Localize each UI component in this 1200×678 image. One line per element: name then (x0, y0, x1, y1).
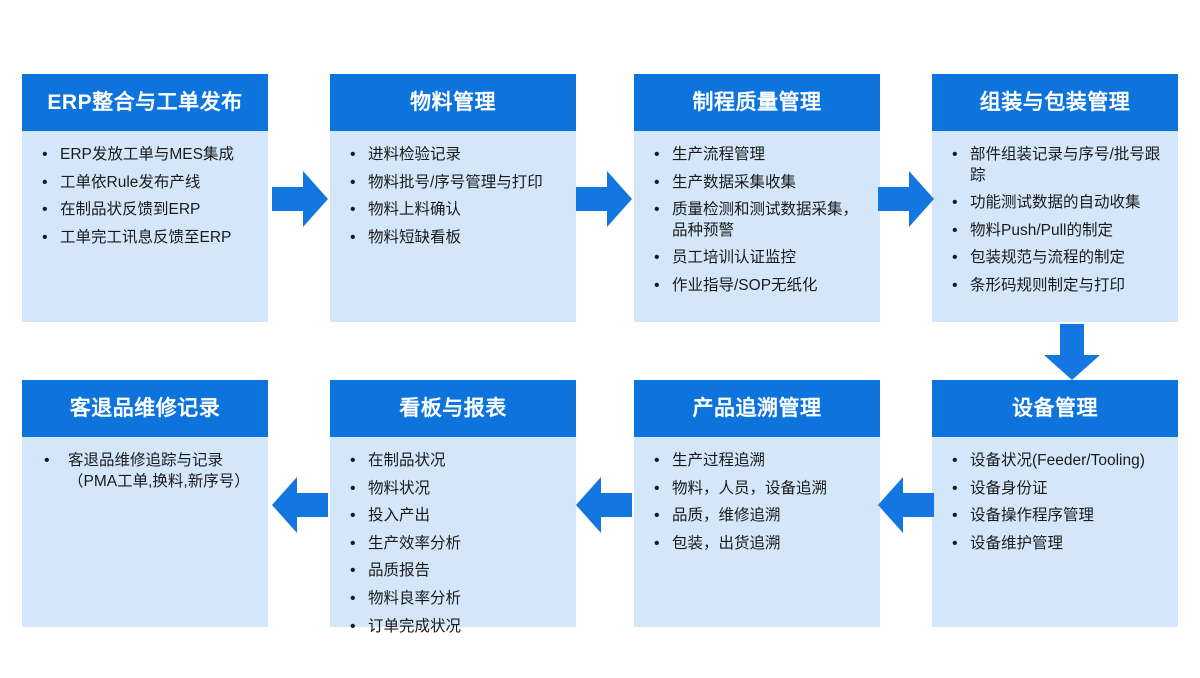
card-rma[interactable]: 客退品维修记录 客退品维修追踪与记录（PMA工单,换料,新序号） (22, 380, 268, 627)
list-item: 设备身份证 (948, 478, 1168, 500)
list-item: 物料批号/序号管理与打印 (346, 172, 566, 194)
card-quality-title: 制程质量管理 (634, 74, 880, 131)
card-quality-list: 生产流程管理 生产数据采集收集 质量检测和测试数据采集，品种预警 员工培训认证监… (644, 144, 870, 297)
list-item: 生产流程管理 (650, 144, 870, 166)
list-item: 在制品状况 (346, 450, 566, 472)
list-item: 物料短缺看板 (346, 227, 566, 249)
arrow-right-icon (878, 169, 934, 229)
list-item: 工单依Rule发布产线 (38, 172, 258, 194)
card-rma-body: 客退品维修追踪与记录（PMA工单,换料,新序号） (22, 437, 268, 627)
card-trace-list: 生产过程追溯 物料，人员，设备追溯 品质，维修追溯 包装，出货追溯 (644, 450, 870, 555)
arrow-left-icon (272, 475, 328, 535)
card-erp-title: ERP整合与工单发布 (22, 74, 268, 131)
list-item: 设备操作程序管理 (948, 505, 1168, 527)
list-item: 生产过程追溯 (650, 450, 870, 472)
arrow-left-icon (576, 475, 632, 535)
list-item: 品质，维修追溯 (650, 505, 870, 527)
card-kanban[interactable]: 看板与报表 在制品状况 物料状况 投入产出 生产效率分析 品质报告 物料良率分析… (330, 380, 576, 637)
arrow-left-icon (878, 475, 934, 535)
list-item: 物料，人员，设备追溯 (650, 478, 870, 500)
card-material[interactable]: 物料管理 进料检验记录 物料批号/序号管理与打印 物料上料确认 物料短缺看板 (330, 74, 576, 322)
list-item: 物料状况 (346, 478, 566, 500)
card-equipment[interactable]: 设备管理 设备状况(Feeder/Tooling) 设备身份证 设备操作程序管理… (932, 380, 1178, 627)
list-item: ERP发放工单与MES集成 (38, 144, 258, 166)
arrow-right-icon (272, 169, 328, 229)
list-item: 设备状况(Feeder/Tooling) (948, 450, 1168, 472)
card-erp-list: ERP发放工单与MES集成 工单依Rule发布产线 在制品状反馈到ERP 工单完… (32, 144, 258, 249)
card-assembly-list: 部件组装记录与序号/批号跟踪 功能测试数据的自动收集 物料Push/Pull的制… (942, 144, 1168, 297)
card-kanban-body: 在制品状况 物料状况 投入产出 生产效率分析 品质报告 物料良率分析 订单完成状… (330, 437, 576, 654)
card-quality[interactable]: 制程质量管理 生产流程管理 生产数据采集收集 质量检测和测试数据采集，品种预警 … (634, 74, 880, 322)
list-item: 工单完工讯息反馈至ERP (38, 227, 258, 249)
list-item: 质量检测和测试数据采集，品种预警 (650, 199, 870, 241)
arrow-right-icon (576, 169, 632, 229)
list-item: 物料上料确认 (346, 199, 566, 221)
list-item: 物料Push/Pull的制定 (948, 220, 1168, 242)
card-equipment-title: 设备管理 (932, 380, 1178, 437)
list-item: 员工培训认证监控 (650, 247, 870, 269)
list-item: 设备维护管理 (948, 533, 1168, 555)
list-item: 在制品状反馈到ERP (38, 199, 258, 221)
card-material-body: 进料检验记录 物料批号/序号管理与打印 物料上料确认 物料短缺看板 (330, 131, 576, 322)
list-item: 生产数据采集收集 (650, 172, 870, 194)
card-kanban-list: 在制品状况 物料状况 投入产出 生产效率分析 品质报告 物料良率分析 订单完成状… (340, 450, 566, 638)
card-equipment-body: 设备状况(Feeder/Tooling) 设备身份证 设备操作程序管理 设备维护… (932, 437, 1178, 627)
list-item: 作业指导/SOP无纸化 (650, 275, 870, 297)
card-kanban-title: 看板与报表 (330, 380, 576, 437)
list-item: 功能测试数据的自动收集 (948, 192, 1168, 214)
card-material-list: 进料检验记录 物料批号/序号管理与打印 物料上料确认 物料短缺看板 (340, 144, 566, 249)
list-item: 订单完成状况 (346, 616, 566, 638)
list-item: 投入产出 (346, 505, 566, 527)
list-item: 客退品维修追踪与记录（PMA工单,换料,新序号） (38, 450, 258, 492)
card-quality-body: 生产流程管理 生产数据采集收集 质量检测和测试数据采集，品种预警 员工培训认证监… (634, 131, 880, 322)
card-erp-body: ERP发放工单与MES集成 工单依Rule发布产线 在制品状反馈到ERP 工单完… (22, 131, 268, 322)
card-assembly[interactable]: 组装与包装管理 部件组装记录与序号/批号跟踪 功能测试数据的自动收集 物料Pus… (932, 74, 1178, 322)
card-material-title: 物料管理 (330, 74, 576, 131)
card-trace-title: 产品追溯管理 (634, 380, 880, 437)
list-item: 进料检验记录 (346, 144, 566, 166)
arrow-down-icon (1042, 324, 1102, 380)
card-rma-title: 客退品维修记录 (22, 380, 268, 437)
list-item: 品质报告 (346, 560, 566, 582)
card-rma-list: 客退品维修追踪与记录（PMA工单,换料,新序号） (32, 450, 258, 492)
list-item: 条形码规则制定与打印 (948, 275, 1168, 297)
list-item: 物料良率分析 (346, 588, 566, 610)
list-item: 生产效率分析 (346, 533, 566, 555)
card-assembly-body: 部件组装记录与序号/批号跟踪 功能测试数据的自动收集 物料Push/Pull的制… (932, 131, 1178, 322)
card-trace[interactable]: 产品追溯管理 生产过程追溯 物料，人员，设备追溯 品质，维修追溯 包装，出货追溯 (634, 380, 880, 627)
card-equipment-list: 设备状况(Feeder/Tooling) 设备身份证 设备操作程序管理 设备维护… (942, 450, 1168, 555)
card-trace-body: 生产过程追溯 物料，人员，设备追溯 品质，维修追溯 包装，出货追溯 (634, 437, 880, 627)
list-item: 部件组装记录与序号/批号跟踪 (948, 144, 1168, 186)
list-item: 包装规范与流程的制定 (948, 247, 1168, 269)
card-assembly-title: 组装与包装管理 (932, 74, 1178, 131)
list-item: 包装，出货追溯 (650, 533, 870, 555)
card-erp[interactable]: ERP整合与工单发布 ERP发放工单与MES集成 工单依Rule发布产线 在制品… (22, 74, 268, 322)
